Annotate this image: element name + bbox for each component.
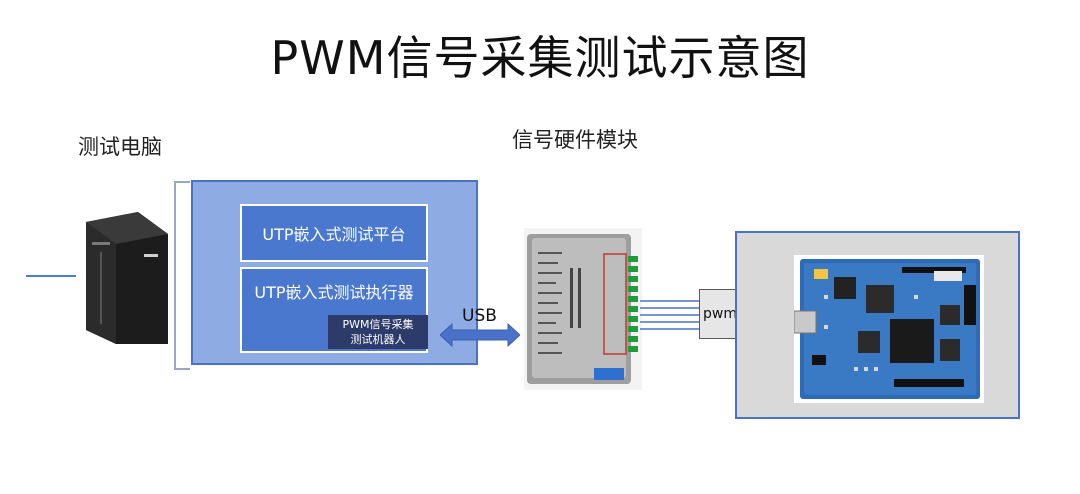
usb-label: USB — [462, 306, 497, 326]
pc-input-line — [26, 275, 76, 277]
pwm-robot-box[interactable]: PWM信号采集 测试机器人 — [328, 315, 428, 349]
signal-wires — [640, 300, 700, 330]
test-pc-panel: UTP嵌入式测试平台 UTP嵌入式测试执行器 PWM信号采集 测试机器人 — [191, 180, 478, 365]
pwm-connector-box[interactable]: pwm — [699, 289, 741, 339]
fpga-board-icon — [794, 255, 984, 403]
utp-platform-label: UTP嵌入式测试平台 — [262, 225, 406, 244]
utp-executor-label: UTP嵌入式测试执行器 — [254, 283, 414, 302]
fpga-board-panel — [735, 231, 1020, 419]
pc-bracket — [174, 181, 190, 370]
diagram-title: PWM信号采集测试示意图 — [270, 31, 810, 85]
pwm-label: pwm — [703, 306, 737, 322]
test-pc-label: 测试电脑 — [78, 135, 162, 159]
signal-hw-module-label: 信号硬件模块 — [512, 128, 638, 152]
pwm-robot-label-line1: PWM信号采集 — [342, 318, 414, 331]
pc-tower-icon — [86, 212, 168, 344]
utp-platform-box[interactable]: UTP嵌入式测试平台 — [240, 204, 428, 262]
usb-arrow-icon — [440, 322, 520, 348]
daq-device-icon — [524, 228, 642, 390]
utp-executor-box[interactable]: UTP嵌入式测试执行器 PWM信号采集 测试机器人 — [240, 267, 428, 353]
pwm-robot-label-line2: 测试机器人 — [350, 333, 406, 346]
